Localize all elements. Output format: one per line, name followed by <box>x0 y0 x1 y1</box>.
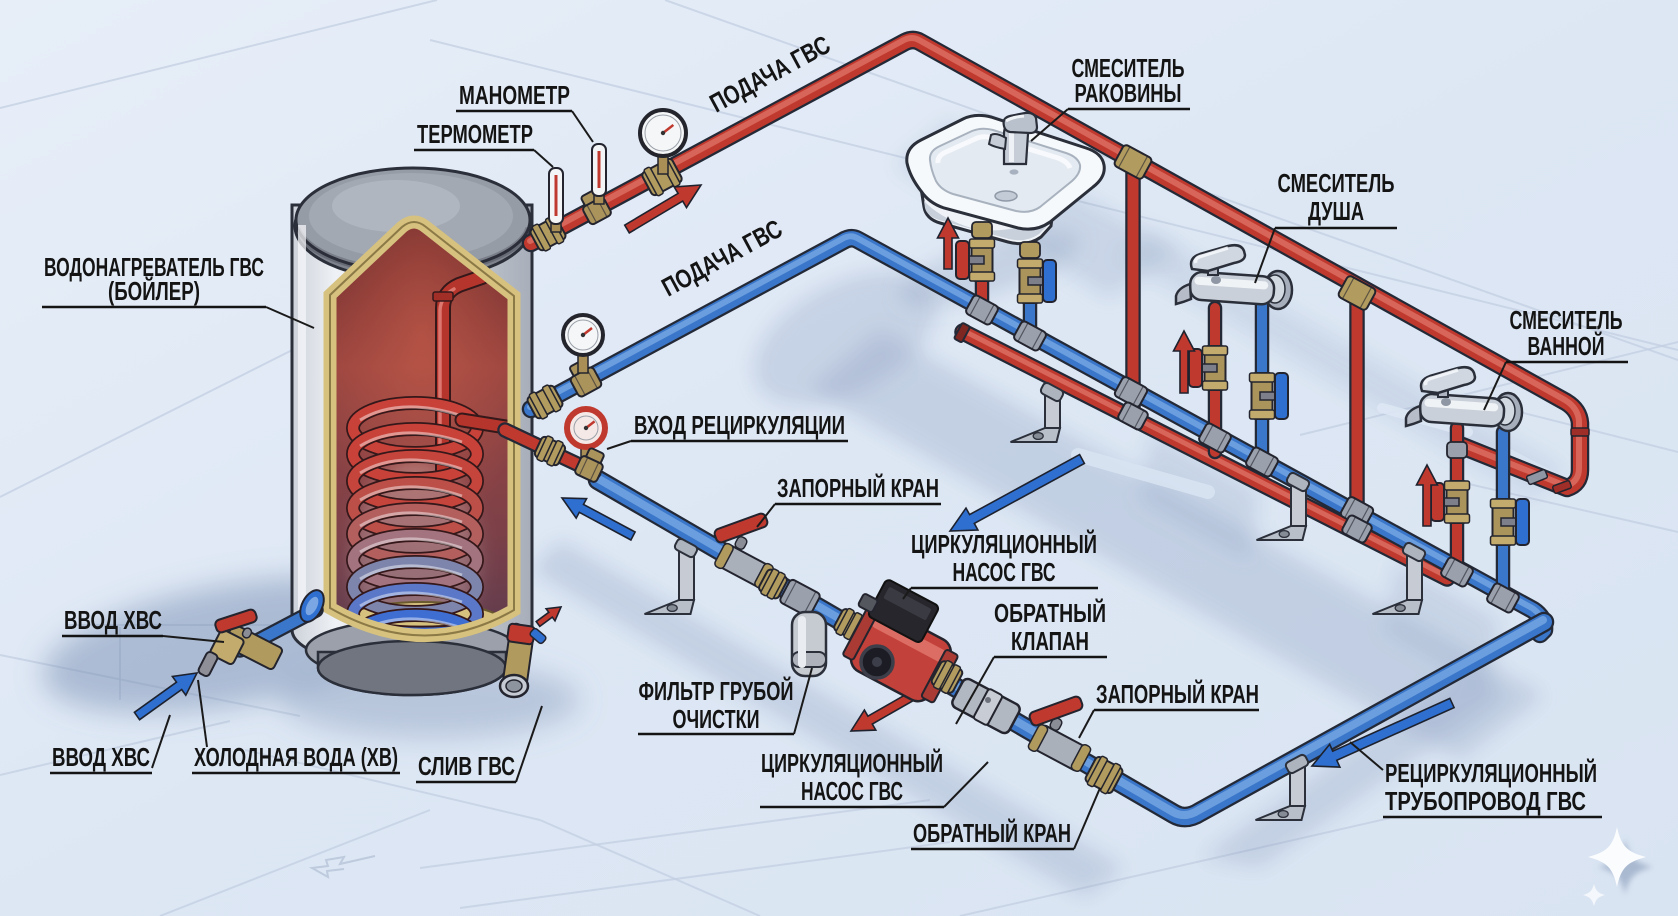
svg-text:ТРУБОПРОВОД ГВС: ТРУБОПРОВОД ГВС <box>1385 786 1586 816</box>
svg-text:ВВОД ХВС: ВВОД ХВС <box>64 605 162 635</box>
svg-text:ВХОД РЕЦИРКУЛЯЦИИ: ВХОД РЕЦИРКУЛЯЦИИ <box>634 410 845 440</box>
svg-text:ЦИРКУЛЯЦИОННЫЙ: ЦИРКУЛЯЦИОННЫЙ <box>911 529 1097 559</box>
svg-text:ХОЛОДНАЯ ВОДА (ХВ): ХОЛОДНАЯ ВОДА (ХВ) <box>194 742 398 772</box>
svg-text:СМЕСИТЕЛЬ: СМЕСИТЕЛЬ <box>1510 305 1623 335</box>
svg-text:ЦИРКУЛЯЦИОННЫЙ: ЦИРКУЛЯЦИОННЫЙ <box>761 748 943 778</box>
svg-text:ТЕРМОМЕТР: ТЕРМОМЕТР <box>417 119 533 149</box>
svg-text:НАСОС ГВС: НАСОС ГВС <box>801 776 903 806</box>
svg-text:МАНОМЕТР: МАНОМЕТР <box>459 80 570 110</box>
svg-text:ДУША: ДУША <box>1308 196 1364 226</box>
svg-text:ОЧИСТКИ: ОЧИСТКИ <box>673 704 760 734</box>
svg-text:ОБРАТНЫЙ: ОБРАТНЫЙ <box>994 598 1106 628</box>
svg-text:СМЕСИТЕЛЬ: СМЕСИТЕЛЬ <box>1072 53 1185 83</box>
svg-text:РАКОВИНЫ: РАКОВИНЫ <box>1075 78 1182 108</box>
svg-text:РЕЦИРКУЛЯЦИОННЫЙ: РЕЦИРКУЛЯЦИОННЫЙ <box>1385 758 1597 788</box>
svg-text:ЗАПОРНЫЙ КРАН: ЗАПОРНЫЙ КРАН <box>1096 679 1259 709</box>
svg-text:КЛАПАН: КЛАПАН <box>1011 626 1089 656</box>
svg-text:СЛИВ ГВС: СЛИВ ГВС <box>418 751 515 781</box>
svg-text:СМЕСИТЕЛЬ: СМЕСИТЕЛЬ <box>1278 168 1395 198</box>
svg-text:ФИЛЬТР ГРУБОЙ: ФИЛЬТР ГРУБОЙ <box>639 676 794 706</box>
svg-text:ВОДОНАГРЕВАТЕЛЬ ГВС: ВОДОНАГРЕВАТЕЛЬ ГВС <box>44 252 264 282</box>
svg-text:ОБРАТНЫЙ КРАН: ОБРАТНЫЙ КРАН <box>913 818 1071 848</box>
svg-text:ВВОД ХВС: ВВОД ХВС <box>52 742 150 772</box>
svg-text:(БОЙЛЕР): (БОЙЛЕР) <box>108 276 200 306</box>
svg-text:ЗАПОРНЫЙ КРАН: ЗАПОРНЫЙ КРАН <box>777 473 939 503</box>
svg-text:ВАННОЙ: ВАННОЙ <box>1528 331 1605 361</box>
svg-text:НАСОС ГВС: НАСОС ГВС <box>953 557 1056 587</box>
